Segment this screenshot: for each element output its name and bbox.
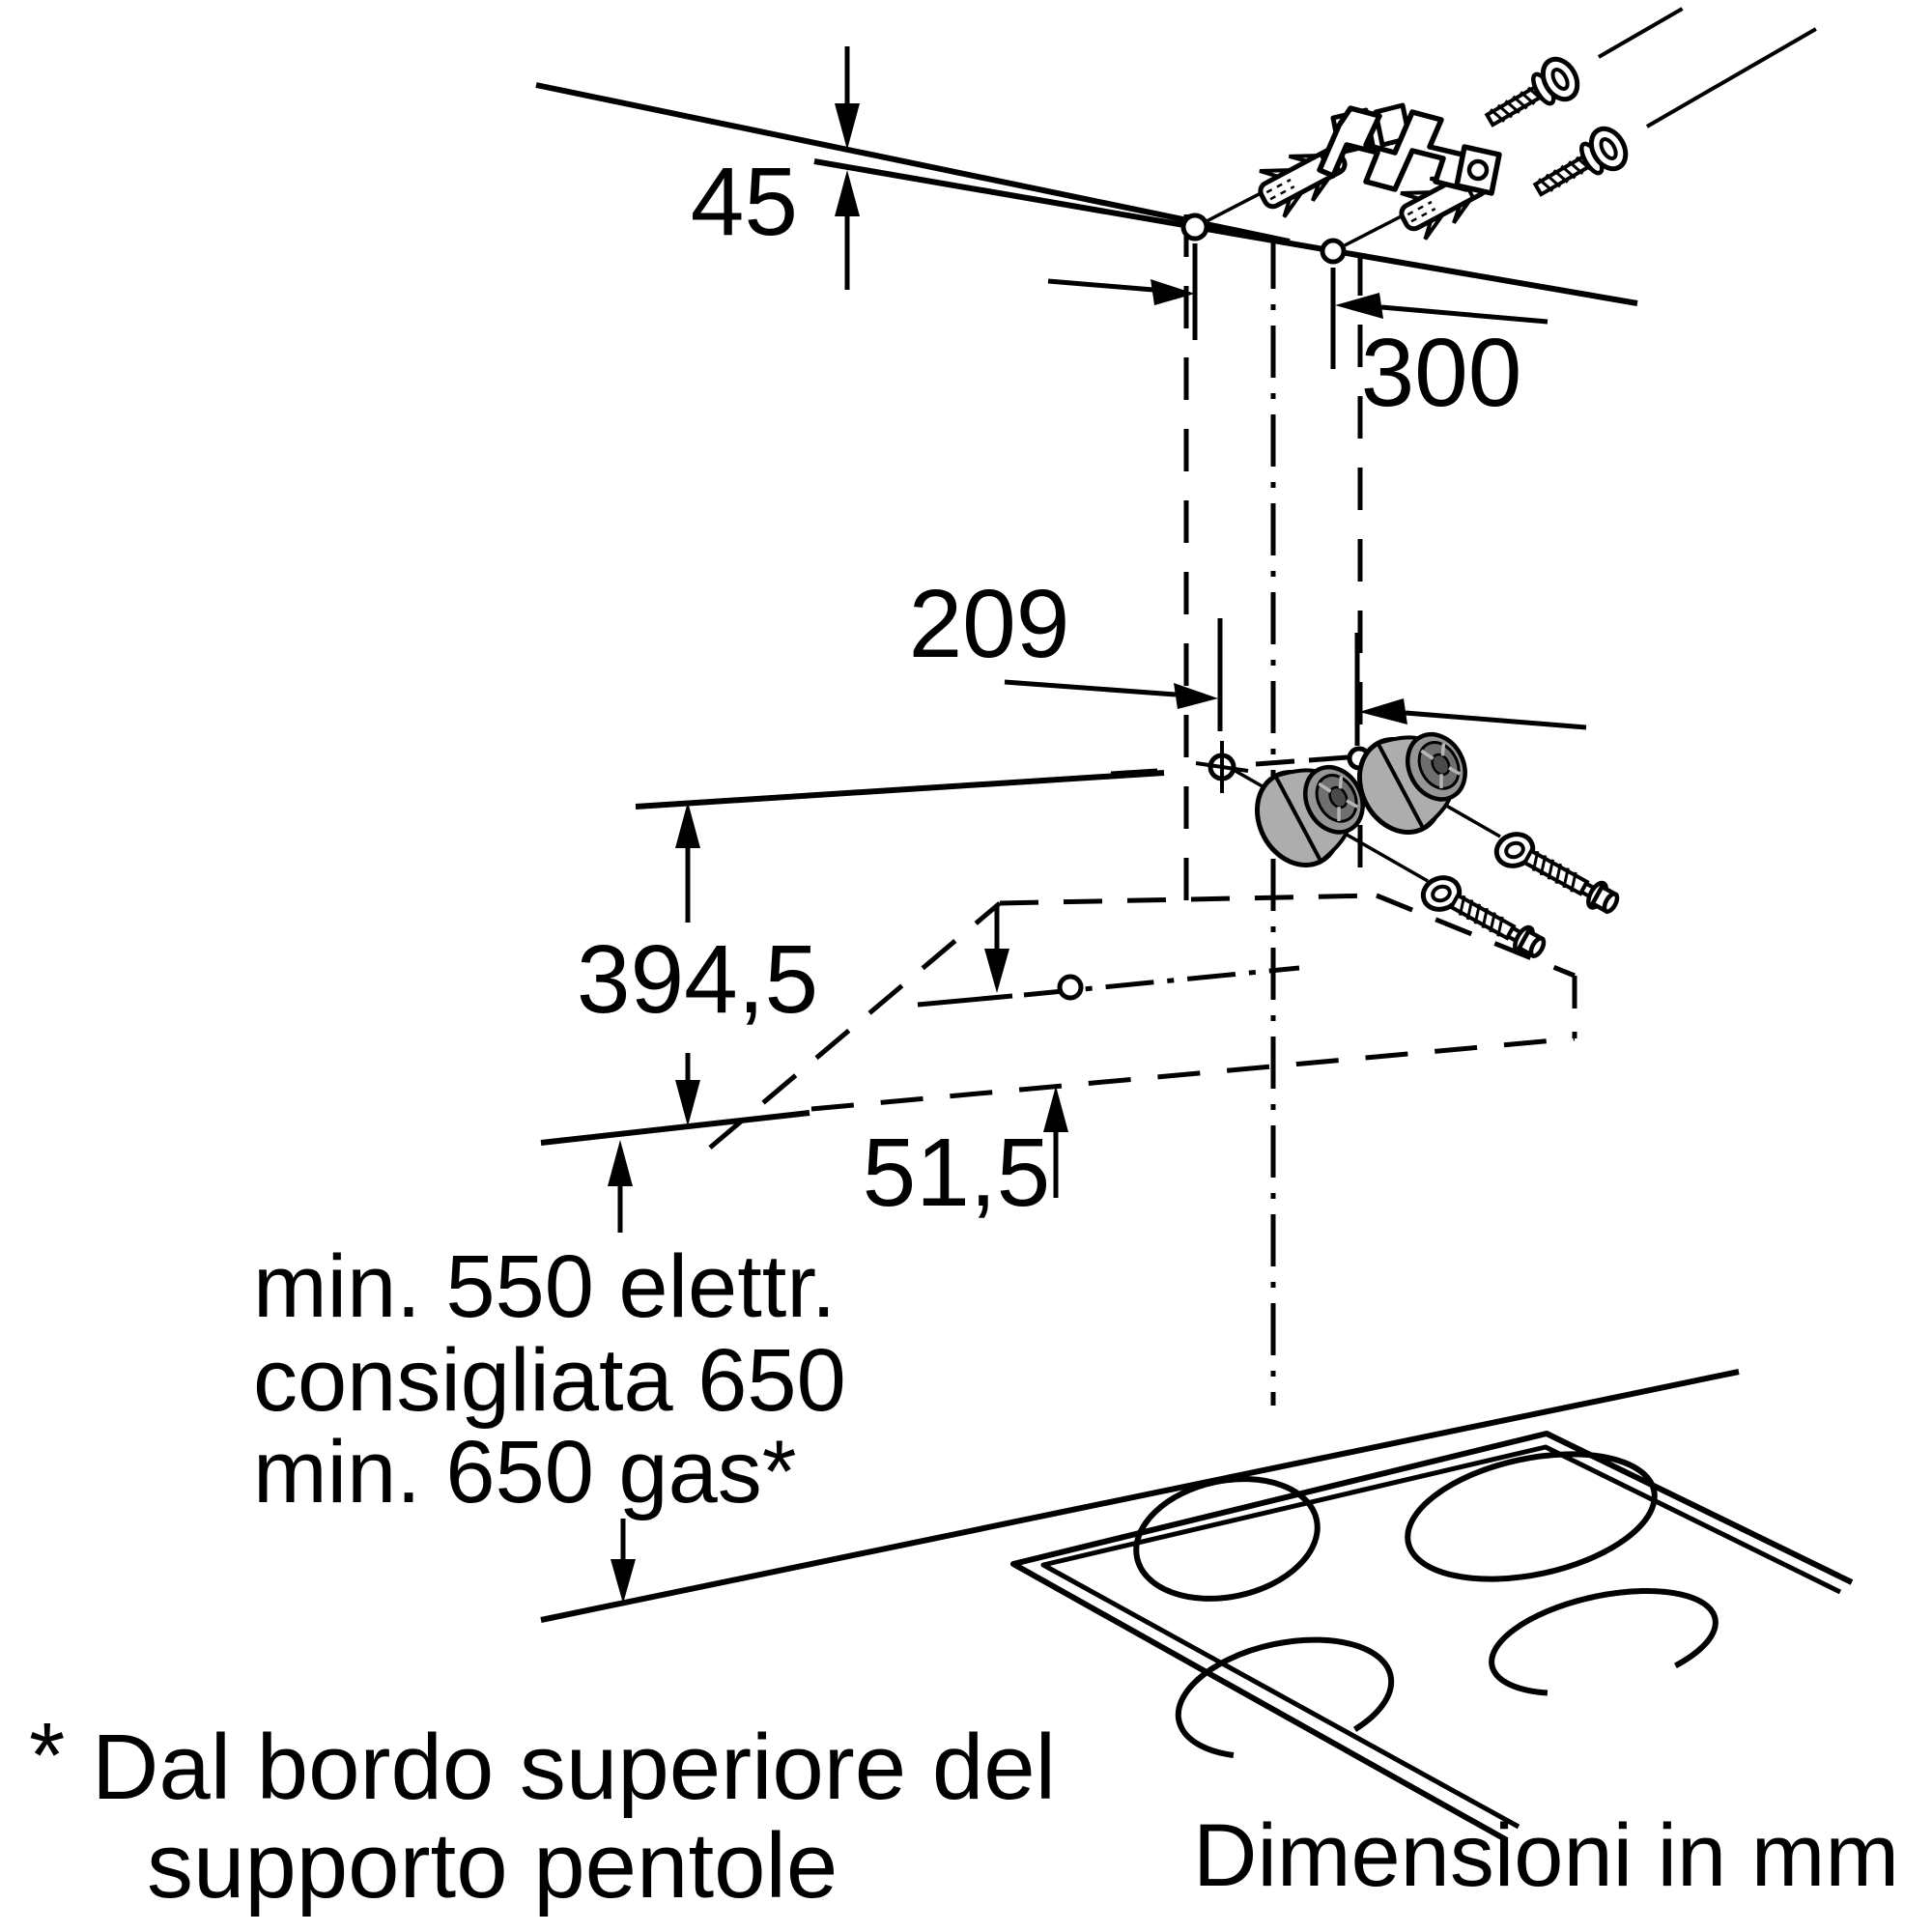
screw-axis-line bbox=[1645, 27, 1817, 128]
dim-394-5-label: 394,5 bbox=[577, 925, 818, 1034]
screw-lower-left bbox=[1448, 893, 1547, 959]
hood-bottom-line bbox=[540, 1110, 810, 1146]
arrow-right-icon bbox=[1174, 683, 1218, 709]
arrow-down-icon bbox=[675, 1080, 700, 1126]
hood-canopy-outline bbox=[708, 893, 1577, 1150]
screw-lower-right bbox=[1521, 848, 1620, 915]
dim-394-5: 394,5 bbox=[577, 802, 818, 1126]
dim-300: 300 bbox=[1047, 243, 1548, 427]
arrow-down-icon bbox=[984, 949, 1009, 993]
arrow-up-icon bbox=[675, 802, 700, 848]
footnote-line-2: supporto pentole bbox=[147, 1814, 838, 1918]
dim-209-label: 209 bbox=[909, 570, 1070, 678]
cooktop bbox=[1010, 1431, 1854, 1843]
footnote-line-1: Dal bordo superiore del bbox=[92, 1716, 1056, 1819]
clearance-line-3: min. 650 gas* bbox=[253, 1423, 797, 1521]
dim-51-5: 51,5 bbox=[863, 1086, 1068, 1227]
burner-top-right bbox=[1405, 1451, 1658, 1582]
clearance-line-1: min. 550 elettr. bbox=[253, 1237, 836, 1336]
canopy-slope-right bbox=[1376, 893, 1576, 979]
dim-209: 209 bbox=[909, 570, 1587, 746]
burner-bottom-left bbox=[1175, 1636, 1395, 1759]
arrow-left-icon bbox=[1359, 698, 1407, 724]
washer-right bbox=[1493, 832, 1536, 868]
arrow-up-icon bbox=[608, 1140, 633, 1186]
ceiling-line bbox=[535, 82, 1291, 244]
clearance-line-2: consigliata 650 bbox=[253, 1331, 846, 1430]
washer-left bbox=[1420, 875, 1463, 912]
screw-head bbox=[1540, 56, 1580, 102]
units-note: Dimensioni in mm bbox=[1193, 1806, 1899, 1905]
arrow-down-icon bbox=[611, 1559, 636, 1604]
footnote: * Dal bordo superiore del supporto pento… bbox=[29, 1704, 1056, 1918]
arrow-right-icon bbox=[1151, 279, 1195, 305]
wall-bracket bbox=[1317, 102, 1502, 196]
footnote-marker: * bbox=[29, 1704, 65, 1807]
dim-51-5-label: 51,5 bbox=[863, 1119, 1051, 1227]
canopy-slope-left bbox=[708, 901, 1002, 1150]
screw-axis-line bbox=[1597, 7, 1684, 59]
wall-anchor-top-left bbox=[1258, 146, 1348, 218]
cooktop-border-inner bbox=[1040, 1444, 1842, 1830]
arrow-down-icon bbox=[835, 103, 860, 150]
burner-top-left bbox=[1133, 1476, 1321, 1602]
mounting-hole-top-left bbox=[1180, 213, 1209, 242]
bracket-hole bbox=[1466, 158, 1490, 182]
arrow-up-icon bbox=[1043, 1086, 1068, 1132]
screw-head bbox=[1588, 126, 1629, 172]
arrow-left-icon bbox=[1335, 293, 1383, 319]
dim-min-550: min. 550 elettr. consigliata 650 min. 65… bbox=[253, 1140, 846, 1604]
canopy-bottom-edge bbox=[810, 1036, 1576, 1112]
dim-45-label: 45 bbox=[691, 148, 798, 256]
screw-top-left bbox=[1484, 7, 1684, 128]
mounting-hole-top-right bbox=[1320, 238, 1347, 265]
cooktop-border-outer bbox=[1010, 1431, 1854, 1843]
counter-line bbox=[540, 1369, 1740, 1623]
burner-bottom-right bbox=[1489, 1588, 1719, 1696]
canopy-center-hole bbox=[1057, 974, 1084, 1001]
dim-300-label: 300 bbox=[1361, 319, 1522, 427]
dim-45: 45 bbox=[691, 46, 860, 290]
duct-plug-left bbox=[1254, 764, 1365, 867]
duct-plug-right bbox=[1356, 731, 1467, 835]
mid-hole-level-line bbox=[635, 770, 1165, 810]
arrow-up-icon bbox=[835, 170, 860, 216]
screw-top-right bbox=[1532, 27, 1817, 197]
canopy-center-mark bbox=[917, 906, 1300, 1008]
bracket-mounting-line bbox=[813, 158, 1638, 306]
